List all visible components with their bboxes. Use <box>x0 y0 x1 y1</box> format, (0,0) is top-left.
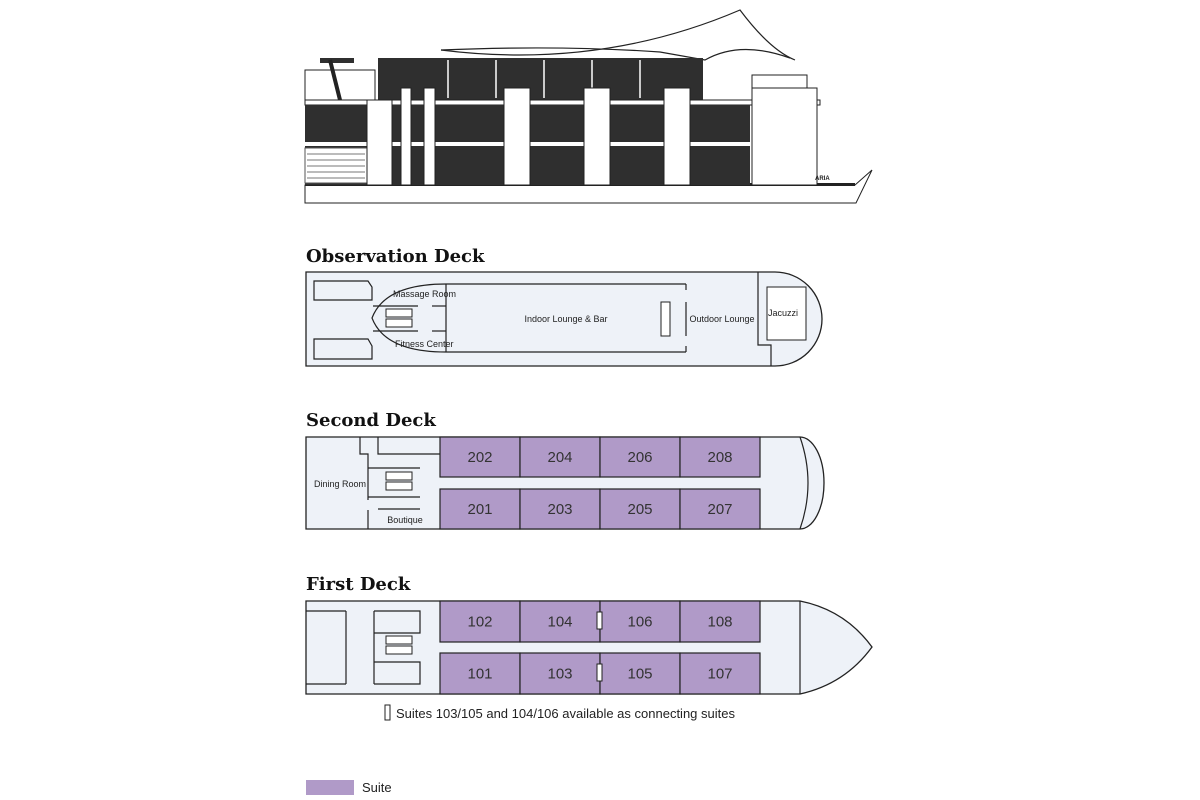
suite-201[interactable] <box>439 488 521 530</box>
suite-208[interactable] <box>679 436 761 478</box>
suite-number: 201 <box>467 501 492 518</box>
room-boutique: Boutique <box>387 515 423 525</box>
observation-deck-title: Observation Deck <box>306 246 485 267</box>
suite-number: 105 <box>627 666 652 683</box>
legend-suite-label: Suite <box>362 780 392 795</box>
suite-number: 203 <box>547 501 572 518</box>
connecting-door-icon <box>596 663 603 682</box>
stairs-icon <box>385 308 413 318</box>
first-deck: 102 104 106 108 101 103 105 107 <box>305 600 873 695</box>
second-deck-title: Second Deck <box>306 410 436 431</box>
suite-number: 106 <box>627 614 652 631</box>
suite-number: 205 <box>627 501 652 518</box>
suite-204[interactable] <box>519 436 601 478</box>
observation-deck: Massage Room Fitness Center Indoor Loung… <box>305 271 823 367</box>
suite-207[interactable] <box>679 488 761 530</box>
connecting-door-icon <box>596 611 603 630</box>
suite-number: 207 <box>707 501 732 518</box>
suite-number: 102 <box>467 614 492 631</box>
room-indoor-lounge: Indoor Lounge & Bar <box>524 314 607 324</box>
suite-number: 107 <box>707 666 732 683</box>
suite-205[interactable] <box>599 488 681 530</box>
suite-102[interactable] <box>439 600 521 643</box>
suite-number: 104 <box>547 614 572 631</box>
suite-202[interactable] <box>439 436 521 478</box>
room-outdoor-lounge: Outdoor Lounge <box>689 314 754 324</box>
suite-number: 204 <box>547 449 572 466</box>
suite-105[interactable] <box>599 652 681 695</box>
suite-number: 108 <box>707 614 732 631</box>
suite-101[interactable] <box>439 652 521 695</box>
connecting-door-icon <box>384 704 391 721</box>
room-massage: Massage Room <box>393 289 456 299</box>
first-deck-title: First Deck <box>306 574 411 595</box>
suite-103[interactable] <box>519 652 601 695</box>
second-deck: Dining Room Boutique 202 204 206 208 201 203 2… <box>305 436 825 530</box>
room-dining: Dining Room <box>314 479 366 489</box>
suite-number: 101 <box>467 666 492 683</box>
room-fitness: Fitness Center <box>395 339 454 349</box>
suite-number: 202 <box>467 449 492 466</box>
ship-elevation: ARIA <box>304 9 873 204</box>
suite-206[interactable] <box>599 436 681 478</box>
ship-name: ARIA <box>815 176 830 182</box>
suite-number: 208 <box>707 449 732 466</box>
room-jacuzzi: Jacuzzi <box>768 308 798 318</box>
suite-203[interactable] <box>519 488 601 530</box>
suite-108[interactable] <box>679 600 761 643</box>
suite-107[interactable] <box>679 652 761 695</box>
suite-104[interactable] <box>519 600 601 643</box>
legend-suite-swatch <box>306 780 354 795</box>
footnote: Suites 103/105 and 104/106 available as … <box>396 706 735 721</box>
suite-number: 206 <box>627 449 652 466</box>
suite-number: 103 <box>547 666 572 683</box>
